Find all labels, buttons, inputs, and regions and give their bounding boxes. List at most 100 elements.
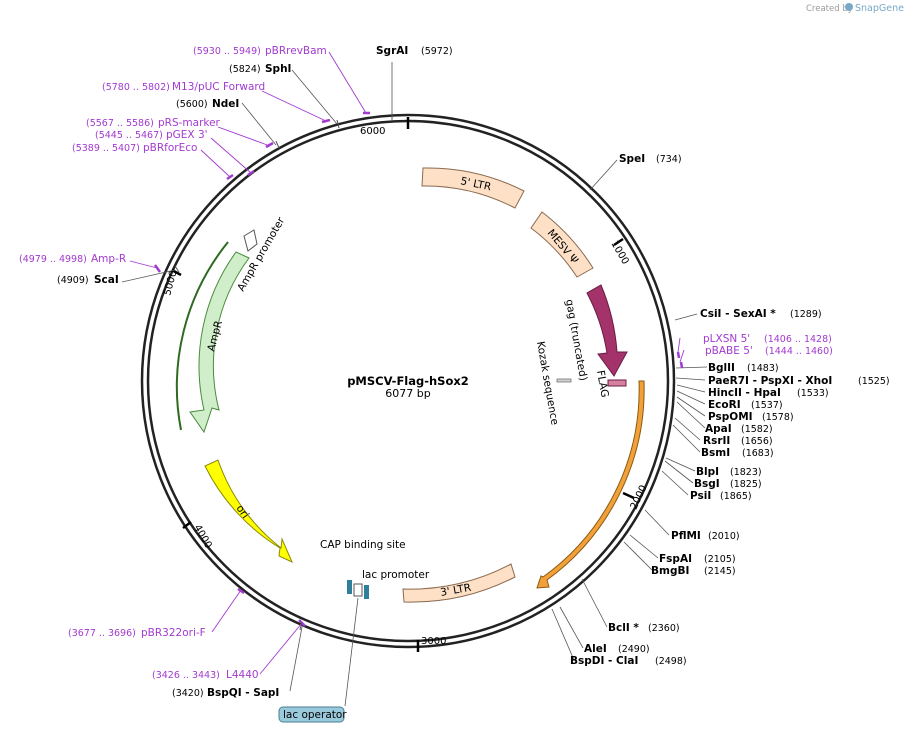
primer-M13-pUC-Forward[interactable]: M13/pUC Forward	[172, 81, 265, 93]
primer-L4440[interactable]: L4440	[226, 669, 259, 681]
leader-FspAI	[629, 534, 659, 559]
leader-PaeR7I	[675, 377, 706, 381]
site-BspQI-SapI[interactable]: BspQI - SapI	[207, 687, 279, 699]
left-site-labels: SgrAI (5972) (5824) SphI (5600) NdeI (49…	[57, 45, 453, 699]
coord-AmpR: (4979 .. 4998)	[19, 254, 87, 265]
coord-SphI: (5824)	[229, 64, 261, 75]
site-CsiI-SexAI[interactable]: CsiI - SexAI *	[700, 308, 776, 320]
leader-PspOMI	[676, 396, 706, 417]
coord-FspAI: (2105)	[704, 554, 736, 565]
coord-pBR322ori: (3677 .. 3696)	[68, 628, 136, 639]
left-primer-labels: (5930 .. 5949) pBRrevBam (5780 .. 5802) …	[19, 45, 327, 681]
primer-pBRforEco[interactable]: pBRforEco	[143, 142, 197, 154]
site-PsiI[interactable]: PsiI	[690, 490, 711, 502]
kozak-feature[interactable]	[556, 378, 572, 383]
leader-BspQI	[289, 626, 303, 692]
primer-marks	[153, 111, 684, 627]
coord-BmgBI: (2145)	[704, 566, 736, 577]
site-HincII-HpaI[interactable]: HincII - HpaI	[708, 387, 781, 399]
coord-pBRforEco: (5389 .. 5407)	[72, 143, 140, 154]
site-BsmI[interactable]: BsmI	[701, 447, 730, 459]
coord-AleI: (2490)	[618, 644, 650, 655]
site-BspDI-ClaI[interactable]: BspDI - ClaI	[570, 655, 638, 667]
coord-NdeI: (5600)	[176, 99, 208, 110]
coord-pLXSN: (1406 .. 1428)	[764, 334, 832, 345]
coord-pBRrevBam: (5930 .. 5949)	[193, 46, 261, 57]
coord-BsgI: (1825)	[730, 479, 762, 490]
primer-Amp-R[interactable]: Amp-R	[91, 253, 126, 265]
site-marks	[174, 113, 393, 631]
site-SgrAI[interactable]: SgrAI	[376, 45, 408, 57]
site-AleI[interactable]: AleI	[584, 643, 607, 655]
primer-line-M13	[261, 90, 327, 122]
lac-operator-badge[interactable]	[278, 706, 345, 723]
ltr3-label: 3' LTR	[439, 582, 472, 599]
site-SpeI[interactable]: SpeI	[619, 153, 645, 165]
gag-feature[interactable]	[586, 284, 628, 377]
leader-ScaI	[121, 269, 176, 283]
primer-pBABE[interactable]: pBABE 5'	[705, 345, 753, 357]
long-orange-feature[interactable]	[536, 380, 645, 589]
flag-feature[interactable]	[607, 379, 627, 387]
leader-SpeI	[589, 159, 618, 191]
site-ScaI[interactable]: ScaI	[94, 274, 119, 286]
tick-marks	[171, 117, 635, 652]
site-BglII[interactable]: BglII	[708, 362, 735, 374]
primer-pBRrevBam[interactable]: pBRrevBam	[265, 45, 327, 57]
backbone-outer	[140, 113, 676, 649]
primer-pGEX-3[interactable]: pGEX 3'	[166, 129, 208, 141]
plasmid-name: pMSCV-Flag-hSox2	[347, 374, 469, 388]
coord-SpeI: (734)	[656, 154, 682, 165]
site-RsrII[interactable]: RsrII	[703, 435, 730, 447]
leader-HincII	[676, 384, 706, 393]
primer-pBR322ori-F[interactable]: pBR322ori-F	[141, 627, 206, 639]
ltr3-feature[interactable]	[402, 563, 516, 603]
site-FspAI[interactable]: FspAI	[659, 553, 692, 565]
tick-4000	[182, 521, 192, 529]
leader-BlpI	[665, 457, 696, 472]
site-PflMI[interactable]: PflMI	[671, 530, 701, 542]
site-PspOMI[interactable]: PspOMI	[708, 411, 753, 423]
flag-label: FLAG	[594, 369, 611, 398]
coord-PaeR7I: (1525)	[858, 376, 890, 387]
coord-pGEX: (5445 .. 5467)	[95, 130, 163, 141]
primer-line-pGEX	[210, 137, 252, 174]
cap-site-feature[interactable]	[347, 580, 352, 594]
ampr-feature[interactable]	[189, 251, 250, 434]
site-SphI[interactable]: SphI	[265, 63, 291, 75]
site-BlpI[interactable]: BlpI	[696, 466, 719, 478]
leader-CsiI	[674, 313, 698, 321]
tick-1000	[613, 237, 624, 247]
lac-promoter-feature[interactable]	[364, 585, 369, 599]
site-ApaI[interactable]: ApaI	[705, 423, 732, 435]
leader-EcoRI	[676, 390, 706, 405]
mesv-psi-feature[interactable]	[530, 211, 594, 278]
coord-HincII: (1533)	[797, 388, 829, 399]
leader-PflMI	[644, 509, 670, 536]
coord-pBABE: (1444 .. 1460)	[765, 346, 833, 357]
site-EcoRI[interactable]: EcoRI	[708, 399, 741, 411]
site-BmgBI[interactable]: BmgBI	[651, 565, 689, 577]
primer-lines	[129, 51, 685, 675]
site-PaeR7I-PspXI-XhoI[interactable]: PaeR7I - PspXI - XhoI	[708, 375, 832, 387]
primer-pLXSN[interactable]: pLXSN 5'	[703, 333, 750, 345]
leader-BspDI	[551, 608, 575, 661]
site-BclI[interactable]: BclI *	[608, 622, 639, 634]
ampr-promoter-feature[interactable]	[243, 229, 258, 252]
leader-lac-operator	[344, 597, 359, 707]
primer-pRS-marker[interactable]: pRS-marker	[158, 117, 221, 129]
site-NdeI[interactable]: NdeI	[212, 98, 239, 110]
leader-BsmI	[672, 424, 701, 453]
leader-BsgI	[664, 460, 694, 484]
coord-CsiI: (1289)	[790, 309, 822, 320]
leader-BmgBI	[623, 541, 653, 571]
coord-PflMI: (2010)	[708, 531, 740, 542]
ltr5-feature[interactable]	[421, 167, 525, 209]
site-BsgI[interactable]: BsgI	[694, 478, 720, 490]
ori-feature[interactable]	[204, 459, 293, 564]
lac-operator-feature[interactable]	[353, 583, 363, 597]
cap-label: CAP binding site	[320, 539, 406, 551]
ampr-promoter-label: AmpR promoter	[235, 215, 287, 294]
gag-label: gag (truncated)	[563, 298, 589, 381]
